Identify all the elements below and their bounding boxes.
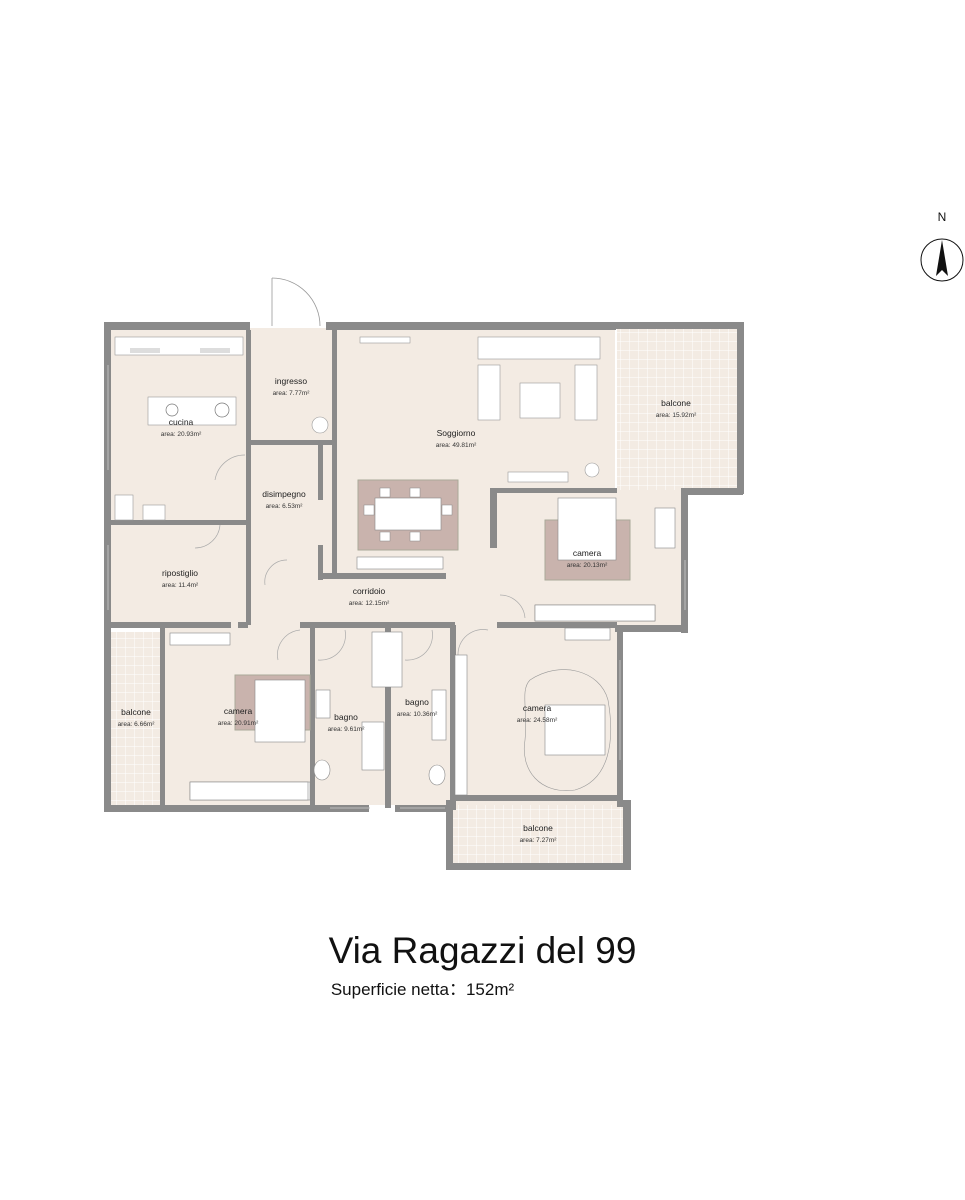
room-area-soggiorno: area: 49.81m² bbox=[436, 442, 477, 449]
room-area-camera-southwest: area: 20.91m² bbox=[218, 720, 259, 727]
windows bbox=[107, 365, 686, 809]
room-name-bagno-2: bagno bbox=[405, 697, 429, 707]
compass: N bbox=[916, 210, 965, 284]
room-name-balcone-w: balcone bbox=[121, 707, 151, 717]
room-area-cucina: area: 20.93m² bbox=[161, 431, 202, 438]
room-name-camera-southeast: camera bbox=[523, 703, 552, 713]
net-area-subtitle: Superficie netta：152m² bbox=[330, 980, 515, 999]
room-name-ingresso: ingresso bbox=[275, 376, 307, 386]
room-name-balcone-ne: balcone bbox=[661, 398, 691, 408]
room-name-disimpegno: disimpegno bbox=[262, 489, 306, 499]
bathroom-fixtures-icon bbox=[313, 631, 447, 786]
room-area-ingresso: area: 7.77m² bbox=[273, 390, 311, 397]
room-area-corridoio: area: 12.15m² bbox=[349, 600, 390, 607]
room-name-soggiorno: Soggiorno bbox=[437, 428, 476, 438]
north-arrow-icon bbox=[920, 238, 964, 282]
room-name-camera-east: camera bbox=[573, 548, 602, 558]
balcone-w-floor bbox=[107, 632, 162, 808]
bed-southeast-icon bbox=[454, 627, 611, 796]
room-labels: cucina area: 20.93m² ingresso area: 7.77… bbox=[118, 376, 697, 844]
balcone-s-floor bbox=[450, 805, 630, 865]
kitchen-counter-icon bbox=[114, 336, 244, 521]
room-area-camera-east: area: 20.13m² bbox=[567, 562, 608, 569]
room-area-balcone-s: area: 7.27m² bbox=[520, 837, 558, 844]
balcone-ne-floor bbox=[617, 328, 739, 493]
room-name-balcone-s: balcone bbox=[523, 823, 553, 833]
door-arcs bbox=[194, 454, 526, 661]
room-area-camera-southeast: area: 24.58m² bbox=[517, 717, 558, 724]
dining-table-icon bbox=[356, 479, 459, 570]
room-area-balcone-ne: area: 15.92m² bbox=[656, 412, 697, 419]
living-sofa-icon bbox=[311, 336, 601, 483]
room-name-corridoio: corridoio bbox=[353, 586, 386, 596]
room-name-bagno-1: bagno bbox=[334, 712, 358, 722]
room-name-camera-southwest: camera bbox=[224, 706, 253, 716]
page-title: Via Ragazzi del 99 bbox=[328, 930, 637, 971]
room-area-disimpegno: area: 6.53m² bbox=[266, 503, 304, 510]
room-area-bagno-1: area: 9.61m² bbox=[328, 726, 366, 733]
room-area-balcone-w: area: 6.66m² bbox=[118, 721, 156, 728]
compass-label: N bbox=[937, 210, 947, 224]
room-name-ripostiglio: ripostiglio bbox=[162, 568, 198, 578]
room-name-cucina: cucina bbox=[169, 417, 194, 427]
room-area-bagno-2: area: 10.36m² bbox=[397, 711, 438, 718]
room-area-ripostiglio: area: 11.4m² bbox=[162, 582, 199, 589]
wardrobes bbox=[189, 604, 656, 801]
entrance-door-icon bbox=[271, 277, 321, 327]
